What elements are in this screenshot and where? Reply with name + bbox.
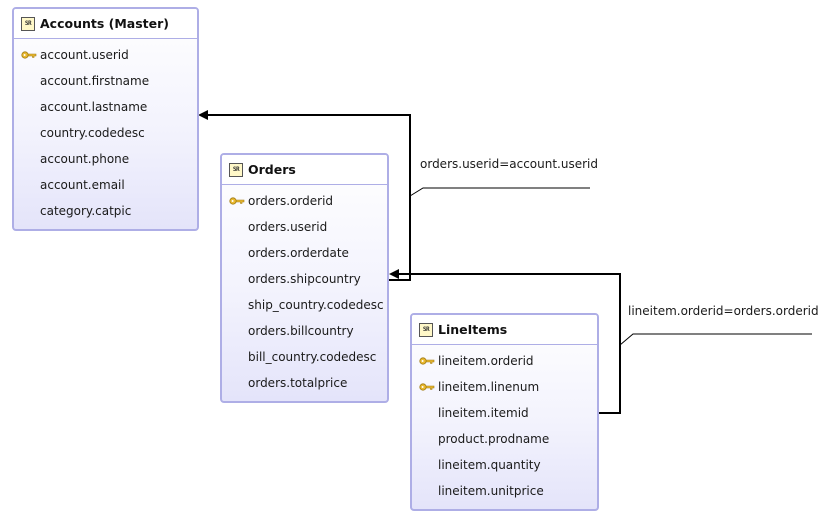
entity-header[interactable]: SR Orders: [222, 155, 387, 185]
sr-table-icon: SR: [21, 16, 35, 31]
field-row[interactable]: orders.shipcountry: [222, 266, 387, 292]
key-icon: [419, 383, 435, 391]
field-label: account.userid: [40, 48, 129, 62]
field-row[interactable]: account.phone: [14, 146, 197, 172]
field-label: lineitem.linenum: [438, 380, 540, 394]
field-list: orders.orderid orders.userid orders.orderd…: [222, 185, 387, 396]
lineitems-orders-connector: [397, 273, 621, 414]
key-icon: [229, 197, 245, 205]
entity-header[interactable]: SR Accounts (Master): [14, 9, 197, 39]
field-list: lineitem.orderid lineitem.linenum lineitem…: [412, 345, 597, 504]
entity-title: Accounts (Master): [40, 16, 170, 31]
sr-table-icon: SR: [419, 322, 433, 337]
field-row[interactable]: account.firstname: [14, 68, 197, 94]
field-label: orders.totalprice: [248, 376, 348, 390]
relationship-label-orders-accounts[interactable]: orders.userid=account.userid: [420, 157, 598, 171]
field-label: category.catpic: [40, 204, 132, 218]
field-row[interactable]: product.prodname: [412, 426, 597, 452]
field-row[interactable]: ship_country.codedesc: [222, 292, 387, 318]
entity-lineitems[interactable]: SR LineItems lineitem.orderid lineitem.li…: [410, 313, 599, 511]
field-row[interactable]: country.codedesc: [14, 120, 197, 146]
relationship-label-lineitems-orders[interactable]: lineitem.orderid=orders.orderid: [628, 304, 818, 318]
field-label: orders.userid: [248, 220, 328, 234]
field-row[interactable]: account.lastname: [14, 94, 197, 120]
field-label: country.codedesc: [40, 126, 145, 140]
field-row[interactable]: orders.orderdate: [222, 240, 387, 266]
key-field-row[interactable]: account.userid: [14, 42, 197, 68]
sr-table-icon: SR: [229, 162, 243, 177]
field-label: lineitem.quantity: [438, 458, 541, 472]
lineitems-orders-label-leader: [619, 333, 812, 346]
orders-accounts-label-leader: [409, 187, 590, 197]
key-field-row[interactable]: orders.orderid: [222, 188, 387, 214]
field-row[interactable]: lineitem.quantity: [412, 452, 597, 478]
accounts-arrowhead: [198, 110, 208, 120]
key-field-row[interactable]: lineitem.linenum: [412, 374, 597, 400]
key-icon: [21, 51, 37, 59]
field-label: orders.orderid: [248, 194, 334, 208]
field-label: account.firstname: [40, 74, 150, 88]
field-label: lineitem.unitprice: [438, 484, 544, 498]
orders-accounts-connector: [206, 114, 411, 281]
field-row[interactable]: category.catpic: [14, 198, 197, 224]
field-label: lineitem.orderid: [438, 354, 534, 368]
field-row[interactable]: orders.billcountry: [222, 318, 387, 344]
field-row[interactable]: bill_country.codedesc: [222, 344, 387, 370]
field-list: account.userid account.firstname account.l…: [14, 39, 197, 224]
field-label: account.lastname: [40, 100, 148, 114]
entity-header[interactable]: SR LineItems: [412, 315, 597, 345]
field-label: ship_country.codedesc: [248, 298, 384, 312]
entity-title: LineItems: [438, 322, 508, 337]
field-row[interactable]: orders.userid: [222, 214, 387, 240]
key-icon: [419, 357, 435, 365]
orders-arrowhead: [389, 269, 399, 279]
field-label: account.phone: [40, 152, 130, 166]
field-label: account.email: [40, 178, 125, 192]
field-label: orders.orderdate: [248, 246, 349, 260]
key-field-row[interactable]: lineitem.orderid: [412, 348, 597, 374]
field-label: orders.shipcountry: [248, 272, 361, 286]
field-label: bill_country.codedesc: [248, 350, 377, 364]
field-label: product.prodname: [438, 432, 550, 446]
field-row[interactable]: lineitem.unitprice: [412, 478, 597, 504]
field-row[interactable]: lineitem.itemid: [412, 400, 597, 426]
field-label: lineitem.itemid: [438, 406, 529, 420]
field-row[interactable]: orders.totalprice: [222, 370, 387, 396]
field-row[interactable]: account.email: [14, 172, 197, 198]
entity-title: Orders: [248, 162, 296, 177]
field-label: orders.billcountry: [248, 324, 354, 338]
